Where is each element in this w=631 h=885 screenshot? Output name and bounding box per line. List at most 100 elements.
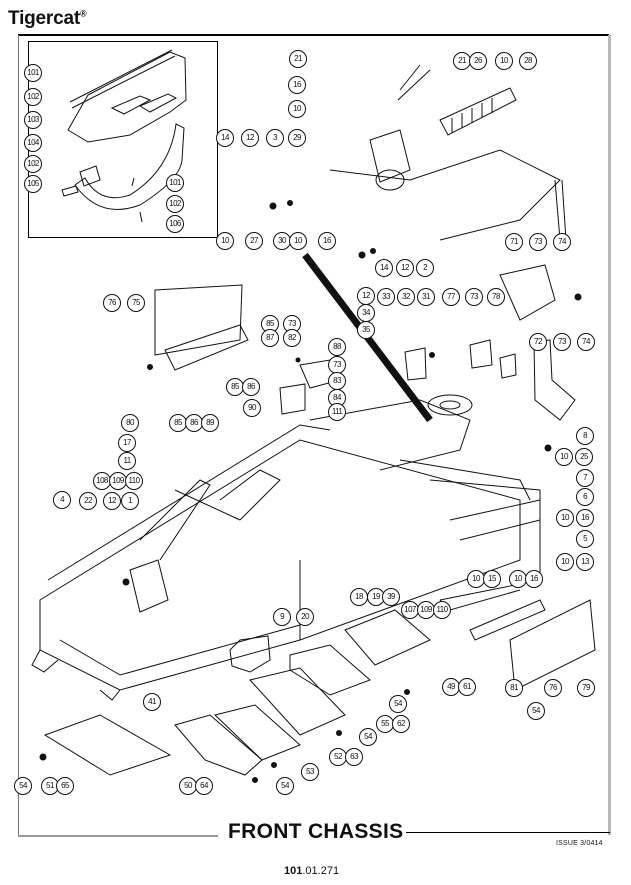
part-callout-63: 63 [345,748,363,766]
part-callout-10: 10 [289,232,307,250]
part-callout-54: 54 [527,702,545,720]
part-callout-86: 86 [242,378,260,396]
part-callout-10: 10 [556,509,574,527]
part-callout-14: 14 [375,259,393,277]
part-callout-33: 33 [377,288,395,306]
main-chassis [31,394,541,701]
part-callout-10: 10 [556,553,574,571]
part-callout-82: 82 [283,329,301,347]
part-callout-16: 16 [288,76,306,94]
part-callout-8: 8 [576,427,594,445]
part-callout-54: 54 [276,777,294,795]
part-callout-16: 16 [576,509,594,527]
part-callout-61: 61 [458,678,476,696]
part-callout-87: 87 [261,329,279,347]
part-callout-72: 72 [529,333,547,351]
part-callout-18: 18 [350,588,368,606]
part-callout-53: 53 [301,763,319,781]
part-callout-41: 41 [143,693,161,711]
frame-top-rule [18,34,609,36]
part-callout-9: 9 [273,608,291,626]
part-callout-5: 5 [576,530,594,548]
part-callout-54: 54 [389,695,407,713]
part-callout-54: 54 [14,777,32,795]
part-callout-21: 21 [289,50,307,68]
page-number-bold: 101 [284,865,303,877]
part-callout-14: 14 [216,129,234,147]
part-callout-12: 12 [103,492,121,510]
frame-bottom-rule-right [406,832,610,833]
inset-callout-105: 105 [24,175,42,193]
registered-mark: ® [79,8,87,19]
part-callout-111: 111 [328,403,346,421]
part-callout-75: 75 [127,294,145,312]
page-title: FRONT CHASSIS [228,820,404,843]
page-number-rest: .01.271 [302,865,340,877]
part-callout-26: 26 [469,52,487,70]
part-callout-12: 12 [241,129,259,147]
part-callout-73: 73 [529,233,547,251]
part-callout-15: 15 [483,570,501,588]
part-callout-2: 2 [416,259,434,277]
part-callout-74: 74 [577,333,595,351]
part-callout-62: 62 [392,715,410,733]
part-callout-64: 64 [195,777,213,795]
part-callout-7: 7 [576,469,594,487]
part-callout-10: 10 [555,448,573,466]
inset-callout-102: 102 [24,88,42,106]
issue-label: ISSUE 3/0414 [556,840,603,847]
part-callout-78: 78 [487,288,505,306]
inset-callout-104: 104 [24,134,42,152]
part-callout-88: 88 [328,338,346,356]
inset-callout-102: 102 [166,195,184,213]
part-callout-4: 4 [53,491,71,509]
part-callout-73: 73 [553,333,571,351]
part-callout-16: 16 [318,232,336,250]
part-callout-25: 25 [575,448,593,466]
part-callout-31: 31 [417,288,435,306]
brand-name: Tigercat [8,8,80,29]
frame-bottom-rule-left [18,835,218,837]
part-callout-65: 65 [56,777,74,795]
frame-right-rule [608,35,611,835]
part-callout-80: 80 [121,414,139,432]
part-callout-110: 110 [125,472,143,490]
part-callout-79: 79 [577,679,595,697]
part-callout-34: 34 [357,304,375,322]
inset-callout-103: 103 [24,111,42,129]
part-callout-77: 77 [442,288,460,306]
part-callout-10: 10 [288,100,306,118]
spring-assembly [329,64,567,241]
inset-bracket [61,49,187,223]
part-callout-13: 13 [576,553,594,571]
part-callout-1: 1 [121,492,139,510]
panels [43,264,596,776]
part-callout-74: 74 [553,233,571,251]
fasteners [39,200,582,783]
part-callout-76: 76 [103,294,121,312]
inset-callout-106: 106 [166,215,184,233]
part-callout-76: 76 [544,679,562,697]
part-callout-32: 32 [397,288,415,306]
part-callout-81: 81 [505,679,523,697]
part-callout-16: 16 [525,570,543,588]
part-callout-3: 3 [266,129,284,147]
part-callout-10: 10 [216,232,234,250]
part-callout-83: 83 [328,372,346,390]
part-callout-12: 12 [396,259,414,277]
part-callout-10: 10 [495,52,513,70]
frame-left-rule [18,35,19,835]
part-callout-6: 6 [576,488,594,506]
part-callout-27: 27 [245,232,263,250]
inset-callout-101: 101 [24,64,42,82]
part-callout-10: 10 [467,570,485,588]
part-callout-85: 85 [169,414,187,432]
part-callout-20: 20 [296,608,314,626]
part-callout-54: 54 [359,728,377,746]
part-callout-29: 29 [288,129,306,147]
part-callout-110: 110 [433,601,451,619]
part-callout-50: 50 [179,777,197,795]
part-callout-12: 12 [357,287,375,305]
page-number: 101.01.271 [284,865,339,877]
